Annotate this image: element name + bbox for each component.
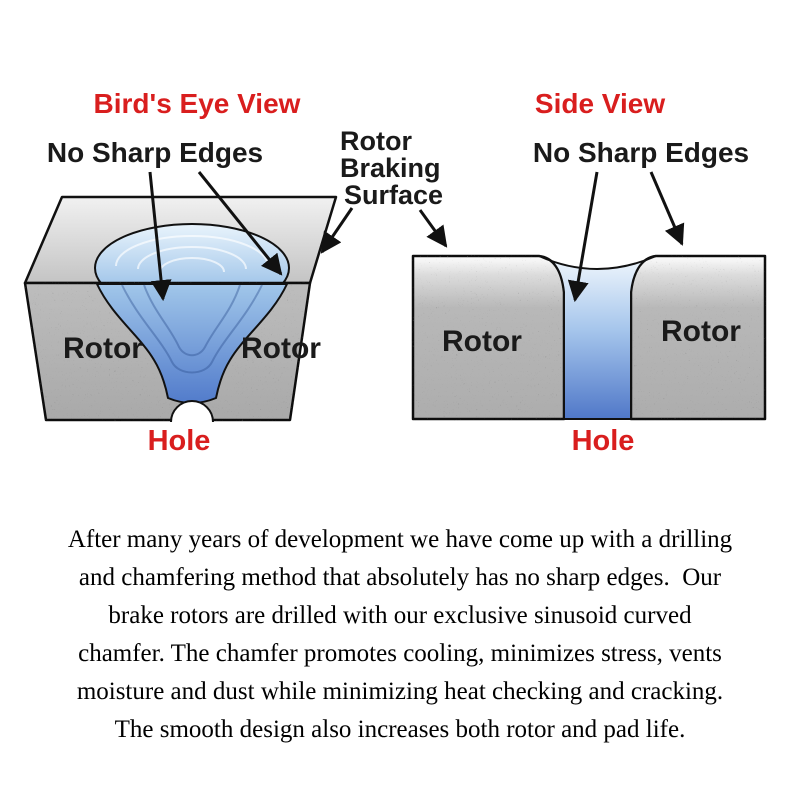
rotor-diagram-canvas: Rotor Rotor Rotor Rotor Bird's Eye View … [23, 88, 767, 457]
paragraph-line: chamfer. The chamfer promotes cooling, m… [78, 640, 722, 667]
arrow-braking-surface-right [418, 209, 448, 248]
arrow-left-edge-1 [148, 171, 172, 302]
birds-eye-diagram: Rotor Rotor [23, 195, 338, 423]
description-paragraph: After many years of development we have … [0, 521, 800, 749]
callout-arrows [148, 171, 685, 303]
chamfer-rings-top [115, 235, 269, 273]
paragraph-line: The smooth design also increases both ro… [114, 716, 686, 743]
side-rotor-right-label: Rotor [661, 315, 741, 348]
side-rotor-left-label: Rotor [442, 325, 522, 358]
paragraph-line: moisture and dust while minimizing heat … [76, 678, 724, 705]
side-view-title: Side View [535, 88, 665, 119]
rotor-braking-surface-line2: Braking [340, 153, 441, 183]
hole-label-right: Hole [572, 425, 635, 457]
birds-eye-rotor-left-label: Rotor [63, 332, 143, 365]
paragraph-line: brake rotors are drilled with our exclus… [108, 602, 692, 629]
rotor-braking-surface-line3: Surface [344, 180, 443, 210]
no-sharp-edges-label-left: No Sharp Edges [47, 137, 263, 168]
no-sharp-edges-label-right: No Sharp Edges [533, 137, 749, 168]
chamfer-rings-front [121, 284, 263, 374]
birds-eye-title: Bird's Eye View [94, 88, 301, 119]
arrow-right-edge-1 [567, 171, 599, 303]
birds-eye-rotor-right-label: Rotor [241, 332, 321, 365]
paragraph-line: and chamfering method that absolutely ha… [78, 564, 722, 591]
side-view-diagram: Rotor Rotor [411, 254, 767, 421]
arrow-right-edge-2 [649, 171, 685, 246]
rotor-braking-surface-line1: Rotor [340, 126, 412, 156]
arrow-left-edge-2 [197, 171, 283, 276]
arrow-braking-surface-left [320, 207, 354, 254]
paragraph-line: After many years of development we have … [67, 526, 733, 553]
rotor-braking-surface-label: Rotor Braking Surface [340, 126, 443, 210]
hole-label-left: Hole [148, 425, 211, 457]
hole-bottom-notch [170, 400, 214, 423]
